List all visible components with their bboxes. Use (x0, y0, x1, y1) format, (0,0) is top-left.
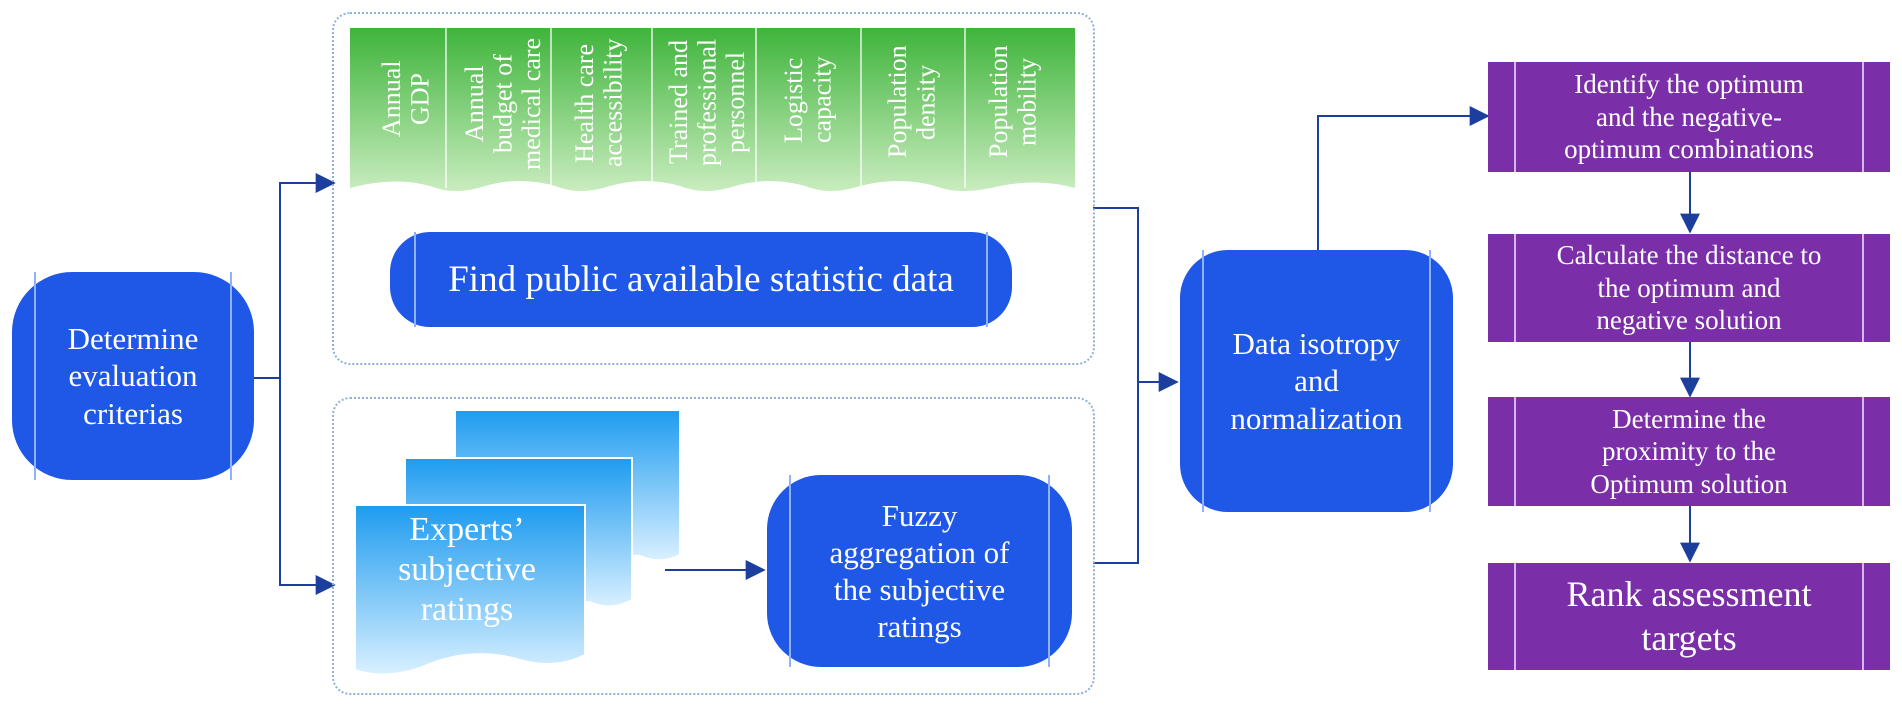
find-statistic-data-label: Find public available statistic data (448, 259, 954, 300)
indicator-population-mobility: Population mobility (984, 45, 1042, 159)
fuzzy-aggregation-node: Fuzzy aggregation of the subjective rati… (767, 475, 1072, 667)
indicator-logistic-capacity: Logistic capacity (779, 56, 837, 144)
experts-ratings-label: Experts’ subjective ratings (398, 511, 536, 629)
statistics-group-box (332, 12, 1095, 365)
step-identify-optimum-label: Identify the optimum and the negative- o… (1564, 69, 1814, 165)
step-calculate-distance: Calculate the distance to the optimum an… (1488, 234, 1890, 342)
normalization-node: Data isotropy and normalization (1180, 250, 1453, 512)
determine-criteria-label: Determine evaluation criterias (67, 321, 199, 431)
indicator-medical-budget: Annual budget of medical care (460, 37, 547, 171)
step-determine-proximity-label: Determine the proximity to the Optimum s… (1590, 403, 1788, 499)
ratings-documents-shape (354, 409, 681, 676)
indicator-banner-shape (350, 28, 1075, 191)
determine-criteria-node: Determine evaluation criterias (12, 272, 254, 480)
step-identify-optimum: Identify the optimum and the negative- o… (1488, 62, 1890, 172)
find-statistic-data-node: Find public available statistic data (390, 232, 1012, 327)
indicator-annual-gdp: Annual GDP (377, 60, 435, 138)
step-determine-proximity: Determine the proximity to the Optimum s… (1488, 397, 1890, 506)
indicator-trained-personnel: Trained and professional personnel (664, 38, 751, 166)
step-rank-targets: Rank assessment targets (1488, 563, 1890, 670)
indicator-population-density: Population density (883, 45, 941, 159)
fuzzy-aggregation-label: Fuzzy aggregation of the subjective rati… (829, 497, 1010, 645)
step-calculate-distance-label: Calculate the distance to the optimum an… (1556, 240, 1822, 336)
indicator-health-access: Health care accessibility (570, 38, 628, 168)
normalization-label: Data isotropy and normalization (1230, 326, 1403, 436)
step-rank-targets-label: Rank assessment targets (1566, 574, 1812, 658)
expert-group-box (332, 397, 1095, 695)
